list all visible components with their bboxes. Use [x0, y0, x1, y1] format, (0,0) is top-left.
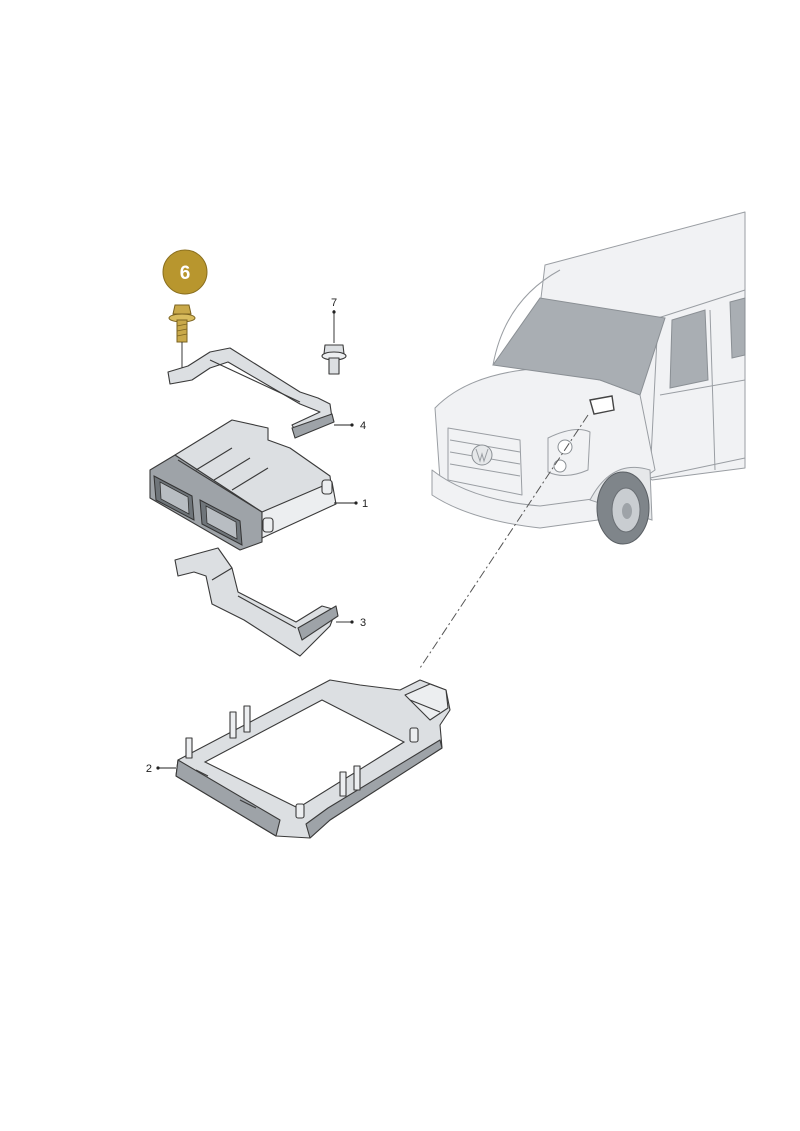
callout-label-4: 4 — [360, 420, 366, 432]
bolt-part-6 — [168, 304, 196, 343]
callout-label-2: 2 — [146, 763, 152, 775]
callout-label-1: 1 — [362, 498, 368, 510]
van-front-icon — [431, 211, 746, 545]
bracket-part-3 — [174, 547, 339, 657]
control-unit-part-1 — [149, 419, 337, 551]
highlight-badge-icon: 6 — [162, 249, 208, 295]
callout-label-7: 7 — [331, 297, 337, 309]
screw-part-7 — [321, 344, 347, 375]
bracket-part-4 — [167, 347, 335, 439]
callout-label-3: 3 — [360, 617, 366, 629]
callout-label-6: 6 — [180, 263, 191, 284]
base-frame-part-2 — [175, 679, 451, 839]
